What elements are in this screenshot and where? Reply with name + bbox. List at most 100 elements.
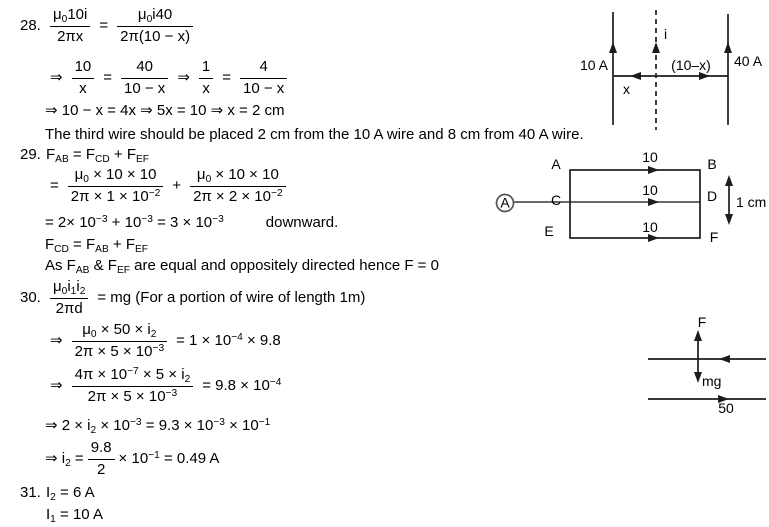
- p29-line1: 29. FAB = FCD + FEF: [20, 146, 149, 165]
- node-f-label: F: [710, 229, 719, 245]
- p28-line2: ⇒ 10 x = 40 10 − x ⇒ 1 x = 4 10 − x: [45, 58, 291, 99]
- p28-frac5: 1 x: [198, 58, 214, 99]
- p28-frac4-numerator: 40: [121, 58, 169, 79]
- p28-frac5-numerator: 1: [198, 58, 214, 79]
- arrow-right-icon: [648, 166, 659, 174]
- p30-line1-text: = mg (For a portion of wire of length 1m…: [97, 288, 366, 306]
- p28-conclusion-text: The third wire should be placed 2 cm fro…: [45, 126, 584, 143]
- p29-frac1: μ0 × 10 × 10 2π × 1 × 10−2: [67, 166, 164, 207]
- p28-frac2-numerator: μ0i40: [117, 6, 194, 27]
- node-d-label: D: [707, 188, 717, 204]
- arrow-left-icon: [719, 355, 730, 363]
- p28-frac6-denominator: 10 − x: [243, 79, 285, 97]
- p30-frac2-numerator: μ0 × 50 × i2: [71, 321, 168, 342]
- p29-frac2: μ0 × 10 × 10 2π × 2 × 10−2: [190, 166, 286, 207]
- diagram-30-force-balance: F mg 50: [648, 314, 766, 416]
- arrow-down-icon: [725, 214, 733, 225]
- p30-frac1-denominator: 2πd: [55, 299, 83, 317]
- equals-sign: =: [50, 176, 59, 194]
- implies-arrow: ⇒: [50, 376, 63, 394]
- weight-label: mg: [702, 373, 721, 389]
- p30-line3: ⇒ 4π × 10−7 × 5 × i2 2π × 5 × 10−3 = 9.8…: [45, 366, 286, 407]
- ammeter-label: A: [500, 195, 510, 211]
- p31-line2: I1 = 10 A: [46, 506, 103, 525]
- p31-line1-text: I2 = 6 A: [46, 484, 95, 503]
- arrow-right-icon: [648, 198, 659, 206]
- p28-frac3: 10 x: [71, 58, 95, 99]
- implies-arrow: ⇒: [177, 68, 190, 86]
- p28-frac1-numerator: μ010i: [50, 6, 91, 27]
- p30-frac4-denominator: 2: [96, 460, 106, 478]
- label-distance: (10–x): [671, 57, 711, 73]
- implies-arrow: ⇒: [50, 68, 63, 86]
- p29-line1-text: FAB = FCD + FEF: [46, 146, 150, 165]
- p28-line4: The third wire should be placed 2 cm fro…: [45, 126, 584, 145]
- node-c-label: C: [551, 192, 561, 208]
- p30-line5-result: × 10−1 = 0.49 A: [118, 449, 220, 467]
- p30-frac2: μ0 × 50 × i2 2π × 5 × 10−3: [71, 321, 168, 362]
- p30-frac4-numerator: 9.8: [87, 439, 115, 460]
- p31-line1: 31. I2 = 6 A: [20, 484, 95, 503]
- p30-line5: ⇒ i2 = 9.8 2 × 10−1 = 0.49 A: [45, 439, 219, 480]
- p30-frac2-denominator: 2π × 5 × 10−3: [74, 342, 165, 360]
- current-50-label: 50: [718, 400, 734, 416]
- p31-number: 31.: [20, 484, 41, 501]
- arrow-right-icon: [718, 395, 729, 403]
- equals-sign: =: [222, 68, 231, 86]
- label-i: i: [664, 26, 667, 42]
- current-top-label: 10: [642, 149, 658, 165]
- equals-sign: =: [103, 68, 113, 86]
- p29-line5: As FAB & FEF are equal and oppositely di…: [45, 257, 439, 276]
- p30-line4: ⇒ 2 × i2 × 10−3 = 9.3 × 10−3 × 10−1: [45, 417, 270, 436]
- arrow-right-icon: [648, 234, 659, 242]
- ammeter-icon: [495, 193, 515, 213]
- arrow-right-icon: [699, 72, 710, 80]
- label-10A: 10 A: [580, 57, 609, 73]
- p29-frac2-numerator: μ0 × 10 × 10: [190, 166, 286, 187]
- p30-line2: ⇒ μ0 × 50 × i2 2π × 5 × 10−3 = 1 × 10−4 …: [45, 321, 286, 362]
- p30-frac4: 9.8 2: [87, 439, 115, 480]
- p28-line3: ⇒ 10 − x = 4x ⇒ 5x = 10 ⇒ x = 2 cm: [45, 102, 284, 121]
- plus-sign: +: [172, 176, 182, 194]
- p28-frac3-denominator: x: [79, 79, 87, 97]
- arrow-up-icon: [725, 175, 733, 186]
- p28-frac5-denominator: x: [202, 79, 210, 97]
- p28-frac2: μ0i40 2π(10 − x): [117, 6, 194, 47]
- node-e-label: E: [544, 223, 553, 239]
- arrow-up-icon: [694, 330, 702, 341]
- p29-line4: FCD = FAB + FEF: [45, 236, 148, 255]
- arrow-up-icon: [609, 42, 617, 53]
- p30-frac1: μ0i1i2 2πd: [50, 278, 89, 319]
- p29-frac2-denominator: 2π × 2 × 10−2: [193, 187, 283, 205]
- equals-sign: =: [99, 16, 109, 34]
- p30-frac3-numerator: 4π × 10−7 × 5 × i2: [71, 366, 194, 387]
- arrow-down-icon: [694, 372, 702, 383]
- p29-direction-note: downward.: [265, 214, 339, 231]
- current-bottom-label: 10: [642, 219, 658, 235]
- label-40A: 40 A: [734, 53, 763, 69]
- arrow-up-icon: [652, 42, 660, 53]
- p30-line2-result: = 1 × 10−4 × 9.8: [176, 331, 281, 349]
- diagram-29-circuit: A 10 10 10 A B C D E F 1 cm: [495, 149, 766, 245]
- p29-number: 29.: [20, 146, 41, 163]
- implies-arrow: ⇒: [50, 331, 63, 349]
- circuit-rectangle: [569, 169, 701, 239]
- p29-frac1-denominator: 2π × 1 × 10−2: [70, 187, 161, 205]
- p29-frac1-numerator: μ0 × 10 × 10: [67, 166, 164, 187]
- p28-frac2-denominator: 2π(10 − x): [120, 27, 191, 45]
- arrow-up-icon: [724, 42, 732, 53]
- p30-number: 30.: [20, 288, 41, 306]
- p29-line2: = μ0 × 10 × 10 2π × 1 × 10−2 + μ0 × 10 ×…: [45, 166, 290, 207]
- p30-line3-result: = 9.8 × 10−4: [202, 376, 282, 394]
- p30-frac3-denominator: 2π × 5 × 10−3: [87, 387, 178, 405]
- p28-frac6: 4 10 − x: [240, 58, 288, 99]
- p28-frac1-denominator: 2πx: [57, 27, 84, 45]
- p28-number: 28.: [20, 16, 41, 34]
- p29-line4-text: FCD = FAB + FEF: [45, 236, 149, 255]
- p28-frac1: μ010i 2πx: [50, 6, 91, 47]
- p28-line3-text: ⇒ 10 − x = 4x ⇒ 5x = 10 ⇒ x = 2 cm: [45, 102, 285, 119]
- p28-line1: 28. μ010i 2πx = μ0i40 2π(10 − x): [20, 6, 197, 47]
- force-label: F: [698, 314, 707, 330]
- p30-frac1-numerator: μ0i1i2: [50, 278, 89, 299]
- gap-label: 1 cm: [736, 194, 766, 210]
